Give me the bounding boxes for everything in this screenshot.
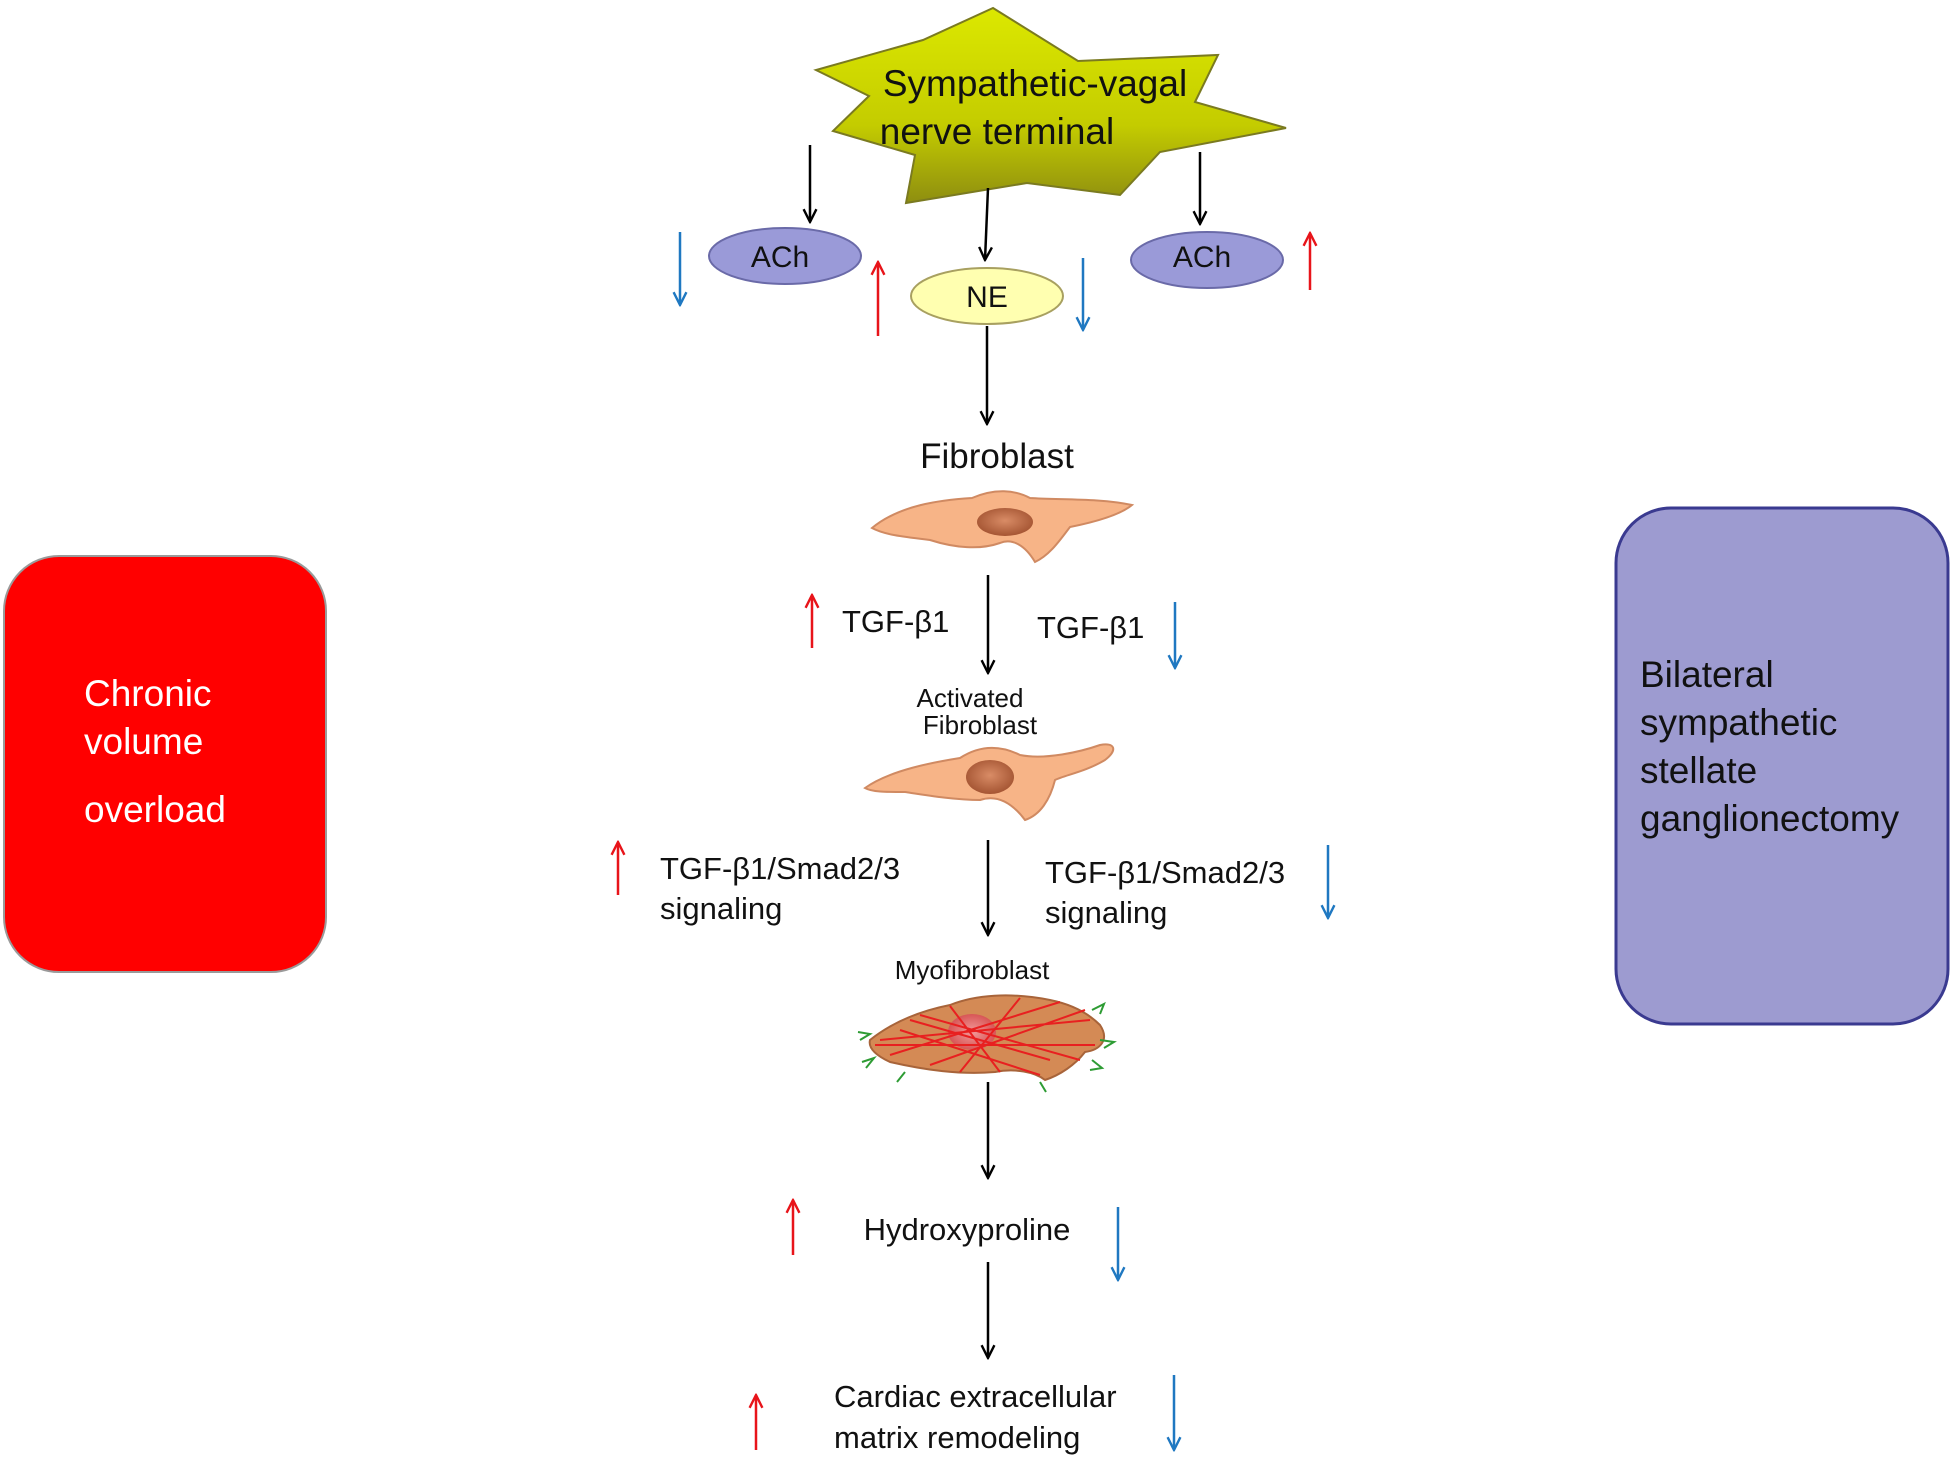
activated-label-line2: Fibroblast [923,710,1038,740]
activated-fibroblast-cell [863,743,1115,822]
ne-label: NE [966,281,1008,314]
ne-oval [910,267,1064,325]
ecm-label-line1: Cardiac extracellular [834,1379,1117,1414]
hydroxyproline-label: Hydroxyproline [864,1212,1071,1247]
smad-left-line1: TGF-β1/Smad2/3 [660,851,900,886]
right-box-line1: Bilateral [1640,654,1774,695]
stellate-ganglionectomy-box [1614,506,1950,1026]
ach-left-oval [708,227,862,285]
right-box-line2: sympathetic [1640,702,1838,743]
left-box-line1: Chronic [84,673,212,714]
fibroblast-label: Fibroblast [920,437,1074,476]
myofibroblast-label: Myofibroblast [895,955,1050,985]
left-box-label: Chronic volume overload [84,670,226,834]
ecm-label-line2: matrix remodeling [834,1420,1080,1455]
ach-right-label: ACh [1173,241,1231,274]
tgf-left-label: TGF-β1 [842,604,949,639]
fibroblast-cell [870,490,1135,564]
myofibroblast-cell [857,994,1117,1093]
tgf-right-label: TGF-β1 [1037,610,1144,645]
right-box-line4: ganglionectomy [1640,798,1900,839]
smad-right-line1: TGF-β1/Smad2/3 [1045,855,1285,890]
arrow-star-to-ne [985,187,988,260]
left-box-line2: volume [84,721,204,762]
smad-left-line2: signaling [660,891,782,926]
right-box-label: Bilateral sympathetic stellate ganglione… [1640,651,1899,843]
star-label-line2: nerve terminal [880,111,1114,152]
chronic-volume-overload-box [3,555,327,973]
activated-label-line1: Activated [917,683,1024,713]
star-label-line1: Sympathetic-vagal [883,63,1187,104]
nerve-terminal-star [813,6,1287,205]
left-box-line3: overload [84,789,226,830]
right-box-line3: stellate [1640,750,1758,791]
smad-right-line2: signaling [1045,895,1167,930]
ach-left-label: ACh [751,241,809,274]
ach-right-oval [1130,231,1284,289]
